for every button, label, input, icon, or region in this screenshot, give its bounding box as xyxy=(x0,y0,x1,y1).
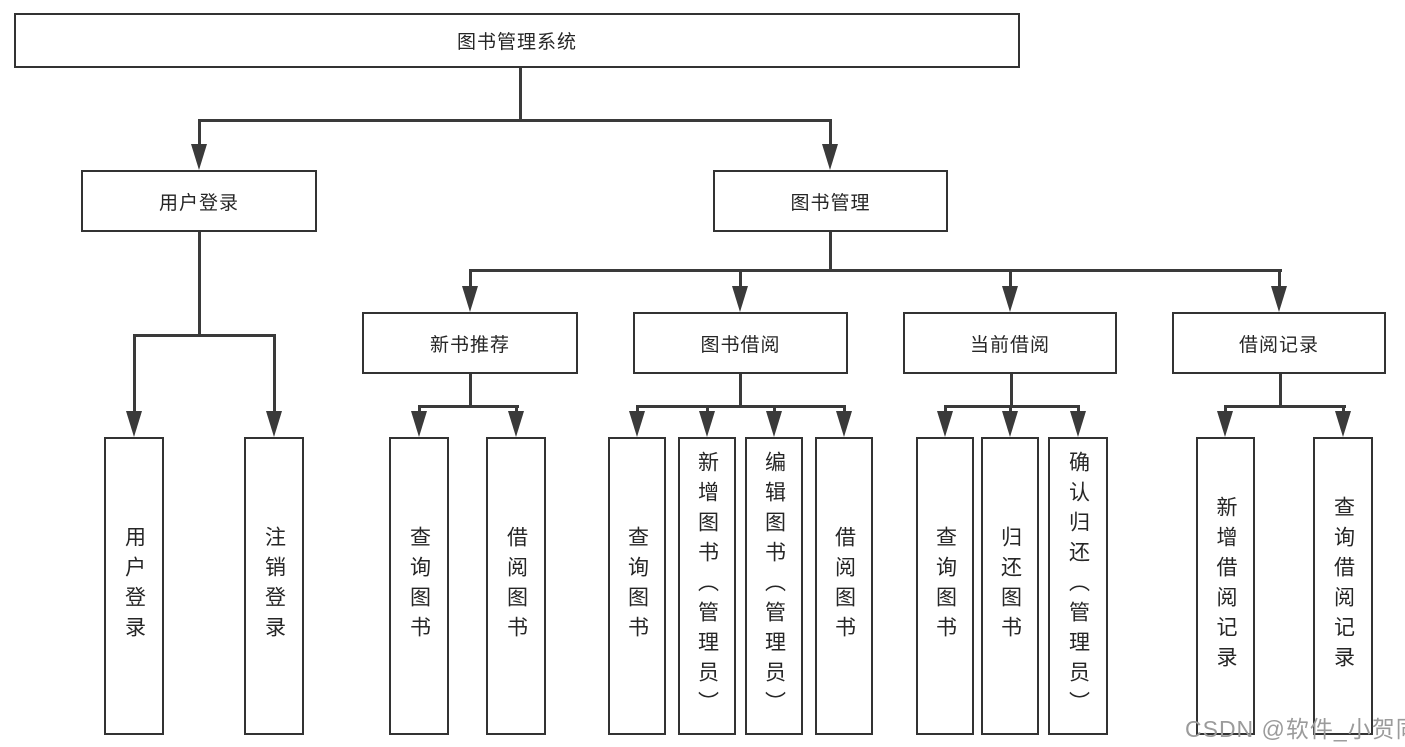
arrow-down-icon xyxy=(1002,411,1018,437)
arrow-down-icon xyxy=(766,411,782,437)
connector-level3-branch xyxy=(468,268,1282,272)
node-new-book-recommend: 新书推荐 xyxy=(362,312,578,374)
connector-records-branch xyxy=(1223,404,1346,408)
leaf-borrow-books: 借阅图书 xyxy=(815,437,873,735)
node-book-management: 图书管理 xyxy=(713,170,948,232)
connector-level1-branch xyxy=(197,118,832,122)
connector-records-drop xyxy=(1278,374,1282,407)
connector-bookmgmt-drop xyxy=(828,232,832,272)
arrow-down-icon xyxy=(266,411,282,437)
connector-drop-leaf xyxy=(1008,404,1012,417)
arrow-down-icon xyxy=(1070,411,1086,437)
arrow-down-icon xyxy=(629,411,645,437)
connector-drop-leaf xyxy=(1076,404,1080,417)
leaf-query-books-borrowing: 查询图书 xyxy=(608,437,666,735)
arrow-down-icon xyxy=(732,286,748,312)
connector-drop-new-rec xyxy=(468,268,472,291)
connector-root-drop xyxy=(518,68,522,120)
connector-drop-borrow xyxy=(738,268,742,291)
connector-current-drop xyxy=(1009,374,1013,407)
arrow-down-icon xyxy=(462,286,478,312)
connector-drop-leaf xyxy=(417,404,421,417)
node-current-borrowing: 当前借阅 xyxy=(903,312,1117,374)
leaf-add-books-admin: 新增图书（管理员） xyxy=(678,437,736,735)
connector-drop-leaf xyxy=(943,404,947,417)
leaf-query-borrow-record: 查询借阅记录 xyxy=(1313,437,1373,735)
leaf-add-borrow-record: 新增借阅记录 xyxy=(1196,437,1255,735)
connector-userlogin-drop xyxy=(197,232,201,336)
arrow-down-icon xyxy=(191,144,207,170)
connector-userlogin-branch xyxy=(132,334,276,337)
connector-current-branch xyxy=(943,404,1080,408)
arrow-down-icon xyxy=(1217,411,1233,437)
connector-borrow-branch xyxy=(635,404,846,408)
connector-drop-leaf xyxy=(842,404,846,417)
arrow-down-icon xyxy=(822,144,838,170)
connector-drop-leaf xyxy=(1341,404,1345,417)
arrow-down-icon xyxy=(411,411,427,437)
leaf-borrow-books-recommend: 借阅图书 xyxy=(486,437,546,735)
connector-drop-logout-leaf xyxy=(272,334,276,413)
arrow-down-icon xyxy=(1271,286,1287,312)
leaf-query-books-recommend: 查询图书 xyxy=(389,437,449,735)
arrow-down-icon xyxy=(1002,286,1018,312)
leaf-confirm-return-admin: 确认归还（管理员） xyxy=(1048,437,1108,735)
connector-newrec-drop xyxy=(468,374,472,407)
connector-drop-user-login xyxy=(197,118,201,148)
arrow-down-icon xyxy=(126,411,142,437)
arrow-down-icon xyxy=(508,411,524,437)
arrow-down-icon xyxy=(937,411,953,437)
connector-drop-current xyxy=(1008,268,1012,291)
connector-drop-leaf xyxy=(635,404,639,417)
connector-drop-login-leaf xyxy=(132,334,136,413)
leaf-query-books-current: 查询图书 xyxy=(916,437,974,735)
connector-drop-leaf xyxy=(1223,404,1227,417)
arrow-down-icon xyxy=(1335,411,1351,437)
connector-drop-book-mgmt xyxy=(828,118,832,148)
connector-drop-leaf xyxy=(514,404,518,417)
node-borrowing-records: 借阅记录 xyxy=(1172,312,1386,374)
leaf-return-books: 归还图书 xyxy=(981,437,1039,735)
arrow-down-icon xyxy=(836,411,852,437)
csdn-watermark: CSDN @软件_小贺同学 xyxy=(1185,716,1405,742)
leaf-edit-books-admin: 编辑图书（管理员） xyxy=(745,437,803,735)
connector-drop-leaf xyxy=(705,404,709,417)
connector-borrow-drop xyxy=(738,374,742,407)
arrow-down-icon xyxy=(699,411,715,437)
node-root-library-system: 图书管理系统 xyxy=(14,13,1020,68)
connector-drop-leaf xyxy=(772,404,776,417)
leaf-user-login: 用户登录 xyxy=(104,437,164,735)
connector-newrec-branch xyxy=(417,404,519,408)
node-book-borrowing: 图书借阅 xyxy=(633,312,848,374)
leaf-logout: 注销登录 xyxy=(244,437,304,735)
node-user-login: 用户登录 xyxy=(81,170,317,232)
connector-drop-records xyxy=(1277,268,1281,291)
